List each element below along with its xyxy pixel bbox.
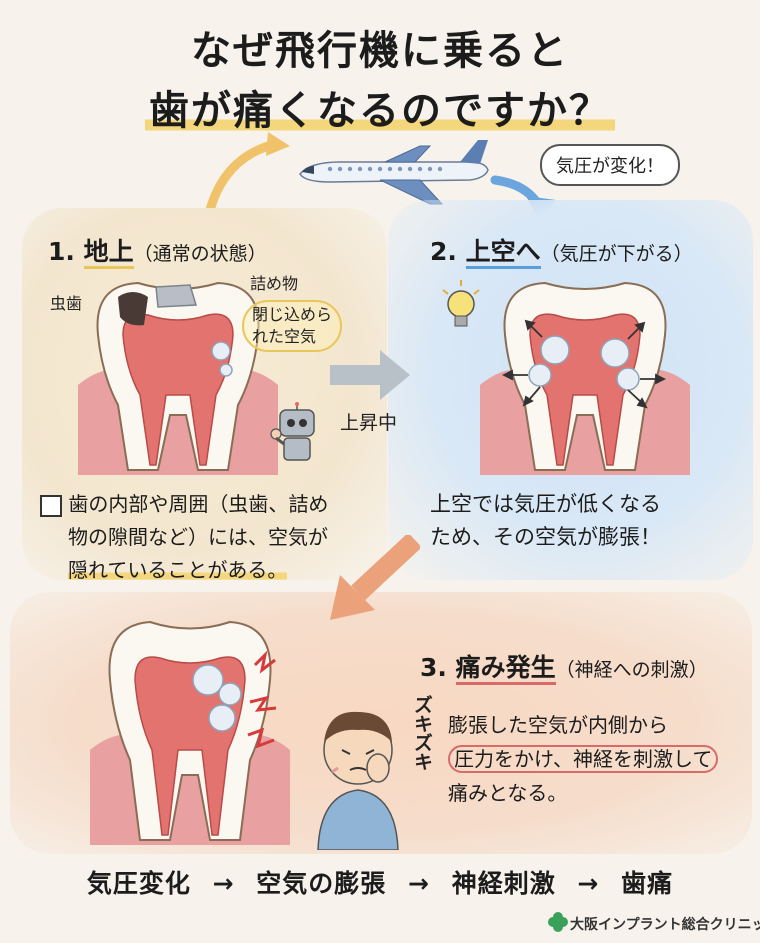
step3-title: 痛み発生 (455, 653, 556, 685)
flow-step-1: 気圧変化 (86, 869, 191, 898)
robot-icon (270, 402, 315, 461)
step3-sub: （神経への刺激） (555, 659, 708, 681)
boy-in-pain-icon (317, 711, 399, 850)
step2-body: 上空では気圧が低くなる ため、その空気が膨張！ (430, 488, 750, 554)
title-line-2-text: 歯が痛くなるのですか？ (145, 88, 615, 134)
step1-sub: （通常の状態） (133, 243, 267, 265)
label-cavity: 虫歯 (50, 294, 83, 313)
tooth-pain-illustration (90, 620, 290, 845)
step3-number: 3. (420, 653, 447, 682)
pulp-shape (122, 313, 234, 466)
right-arrow-icon (330, 350, 410, 400)
check-icon (40, 494, 62, 517)
step2-title: 上空へ (465, 237, 541, 269)
step3-body-line2: 圧力をかけ、神経を刺激して (448, 745, 719, 773)
step2-sub: （気圧が下がる） (540, 243, 693, 265)
flow-step-2: 空気の膨張 (256, 869, 387, 898)
step1-title: 地上 (83, 237, 134, 269)
expansion-arrows-icon (501, 319, 667, 409)
step1-body-line1: 歯の内部や周囲（虫歯、詰め (68, 492, 329, 516)
air-bubble (192, 664, 224, 696)
up-arrow-icon (205, 139, 280, 212)
step1-body-line3: 隠れていることがある。 (68, 558, 288, 582)
air-bubble (219, 363, 233, 377)
step2-number: 2. (430, 237, 457, 266)
cavity-shape (118, 292, 148, 326)
flow-step-3: 神経刺激 (451, 869, 556, 898)
step3-body: 膨張した空気が内側から 圧力をかけ、神経を刺激して 痛みとなる。 (448, 708, 748, 810)
label-filling: 詰め物 (250, 274, 299, 293)
clinic-logo: 大阪インプラント総合クリニック (570, 917, 760, 933)
air-bubble (211, 341, 231, 361)
step1-heading: 1. 地上（通常の状態） (48, 232, 267, 269)
flow-summary: 気圧変化 → 空気の膨張 → 神経刺激 → 歯痛 (0, 864, 760, 900)
tooth-sky-illustration (480, 281, 690, 475)
label-rising: 上昇中 (340, 412, 398, 434)
air-bubble (600, 338, 630, 368)
flow-arrow-3: → (577, 869, 600, 898)
air-bubble (218, 682, 242, 706)
title-line-2: 歯が痛くなるのですか？ (0, 78, 760, 136)
up-arrow-head-icon (266, 132, 290, 156)
air-bubble (528, 363, 552, 387)
clover-logo-icon (548, 912, 568, 932)
lightbulb-icon (442, 280, 480, 327)
step3-heading: 3. 痛み発生（神経への刺激） (420, 648, 708, 685)
title-line-1: なぜ飛行機に乗ると (191, 28, 569, 74)
flow-arrow-2: → (408, 869, 430, 898)
pulp-shape (134, 656, 246, 836)
pain-sfx: ズキズキ (411, 695, 433, 771)
step1-body-line2: 物の隙間など）には、空気が (68, 525, 328, 549)
flow-arrow-1: → (212, 869, 235, 898)
step1-body: 歯の内部や周囲（虫歯、詰め 物の隙間など）には、空気が 隠れていることがある。 (40, 488, 380, 587)
diagonal-arrow-icon (330, 535, 420, 620)
airplane-icon (299, 140, 489, 205)
flow-step-4: 歯痛 (621, 869, 674, 898)
air-bubble (540, 335, 570, 365)
air-bubble (208, 704, 236, 732)
label-trapped-air-2: れた空気 (252, 327, 317, 346)
label-trapped-air: 閉じ込めら れた空気 (242, 300, 343, 352)
step3-body-line1: 膨張した空気が内側から (448, 713, 668, 737)
step2-heading: 2. 上空へ（気圧が下がる） (430, 232, 693, 269)
air-bubble (616, 367, 640, 391)
tooth-ground-illustration (78, 281, 278, 475)
label-trapped-air-1: 閉じ込めら (252, 305, 333, 324)
step2-body-line2: ため、その空気が膨張！ (430, 525, 661, 549)
step2-body-line1: 上空では気圧が低くなる (430, 492, 661, 516)
step3-body-line3: 痛みとなる。 (448, 781, 568, 805)
pain-spark-icon (247, 650, 277, 749)
step1-number: 1. (48, 237, 75, 266)
filling-shape (155, 284, 197, 308)
pressure-change-bubble: 気圧が変化！ (540, 144, 680, 186)
